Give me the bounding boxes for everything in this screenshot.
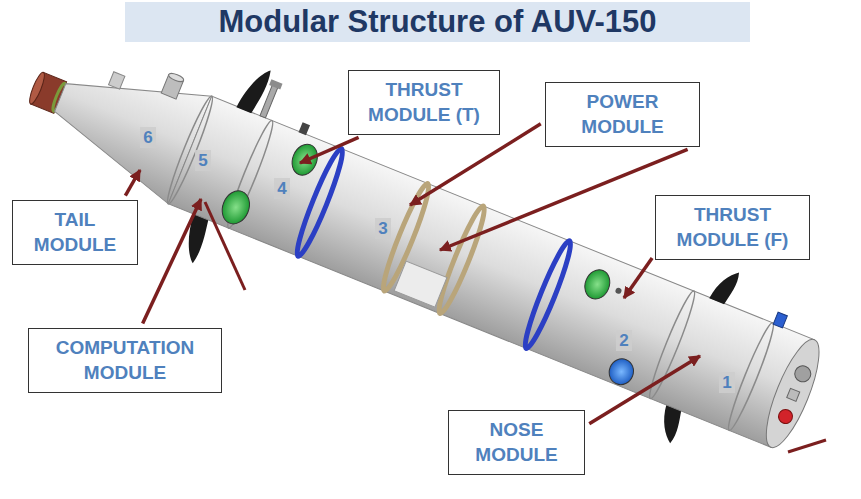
title: Modular Structure of AUV-150 [218, 4, 656, 40]
module-label-box: COMPUTATION MODULE [28, 328, 222, 393]
module-label-box: THRUST MODULE (F) [655, 195, 810, 260]
callout-number: 5 [195, 150, 210, 171]
module-label-box: POWER MODULE [545, 82, 700, 147]
module-name: COMPUTATION MODULE [35, 336, 215, 385]
module-label-box: NOSE MODULE [448, 410, 585, 475]
module-name: NOSE MODULE [455, 418, 578, 467]
leader-line [788, 440, 826, 452]
module-label-box: TAIL MODULE [12, 200, 138, 265]
leader-line [205, 202, 245, 290]
module-name: TAIL MODULE [19, 208, 131, 257]
callout-number: 1 [719, 372, 734, 393]
module-name: THRUST MODULE (F) [662, 203, 803, 252]
auv-hull [0, 0, 846, 496]
leader-line [125, 170, 140, 196]
title-banner: Modular Structure of AUV-150 [125, 2, 750, 42]
callout-number: 2 [616, 330, 631, 351]
leader-line [440, 149, 688, 250]
module-label-box: THRUST MODULE (T) [348, 70, 500, 135]
leader-line [624, 258, 652, 298]
callout-number: 3 [375, 218, 390, 239]
callout-number: 6 [140, 127, 155, 148]
leader-line [589, 356, 700, 424]
module-name: POWER MODULE [552, 90, 693, 139]
callout-number: 4 [274, 178, 289, 199]
leader-line [143, 199, 201, 323]
leader-line [410, 124, 541, 205]
module-name: THRUST MODULE (T) [355, 78, 493, 127]
leader-line [300, 137, 359, 163]
